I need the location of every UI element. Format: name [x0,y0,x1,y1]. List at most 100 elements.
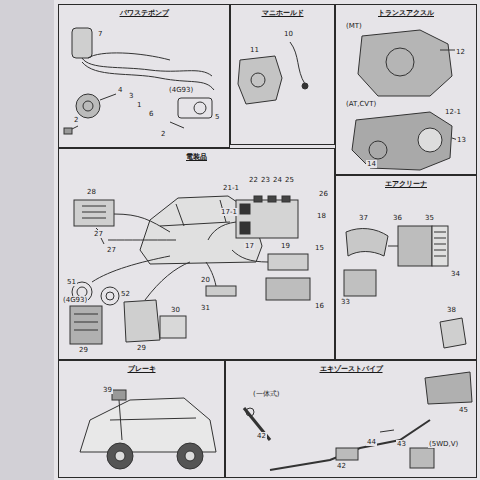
part-drawing [290,42,305,84]
callout-number: 10 [283,30,294,38]
part-drawing [388,246,398,247]
callout-number: 2 [160,130,166,138]
callout-number: 31 [200,304,211,312]
callout-number: 3 [128,92,134,100]
callout-number: 16 [314,302,325,310]
part-drawing [254,196,262,202]
callout-number: 20 [200,276,211,284]
callout-number: 18 [316,212,327,220]
section-panel: パワステポンプ [58,4,230,148]
part-drawing [178,98,212,118]
part-drawing [425,372,472,404]
section-panel: ブレーキ [58,360,225,478]
part-drawing [114,214,170,232]
callout-number: 43 [396,440,407,448]
callout-number: 29 [136,344,147,352]
part-drawing [76,94,100,118]
callout-number: 52 [120,290,131,298]
part-drawing [369,141,387,159]
callout-number: 25 [284,176,295,184]
part-drawing [358,30,452,96]
part-drawing [124,300,160,342]
part-drawing [432,226,448,266]
part-drawing [119,400,122,440]
callout-number: 12 [455,48,466,56]
part-drawing [70,306,102,344]
callout-number: 38 [446,306,457,314]
part-drawing [92,256,170,282]
part-drawing [83,101,93,111]
section-title: ブレーキ [59,364,224,374]
callout-number: 36 [392,214,403,222]
part-drawing [238,56,282,104]
part-drawing [386,48,414,76]
callout-number: 6 [148,110,154,118]
part-drawing [110,418,196,420]
part-drawing [266,278,310,300]
part-drawing [82,58,212,76]
part-drawing [140,196,262,264]
part-drawing [64,28,472,470]
part-drawing [112,390,126,400]
callout-number: 27 [93,230,104,238]
part-drawing [82,206,106,218]
part-drawing [101,287,119,305]
callout-number: 2 [73,116,79,124]
section-panel: マニホールド [230,4,335,145]
callout-number: 5 [214,113,220,121]
section-panel: エアクリーナ [335,175,477,360]
callout-number: 51 [66,278,77,286]
section-title: マニホールド [231,8,334,18]
part-drawing [177,443,203,469]
section-panel: エキゾーストパイプ [225,360,477,478]
callout-number: 37 [358,214,369,222]
part-drawing [185,451,195,461]
part-drawing [282,196,290,202]
callout-number: 21-1 [222,184,240,192]
callout-number: 26 [318,190,329,198]
section-title: トランスアクスル [336,8,476,18]
callout-number: 17 [244,242,255,250]
callout-number: 39 [102,386,113,394]
part-drawing [246,408,254,416]
part-drawing [434,232,446,256]
section-title: パワステポンプ [59,8,229,18]
part-drawing [240,222,250,234]
callout-number: 13 [456,136,467,144]
part-drawing [100,94,116,100]
part-drawing [74,314,98,330]
variant-note: (5WD,V) [428,440,459,448]
part-drawing [64,128,72,134]
callout-number: 22 [248,176,259,184]
part-drawing [270,420,430,470]
variant-note: (一体式) [252,390,280,398]
callout-number: 29 [78,346,89,354]
part-drawing [115,451,125,461]
part-drawing [440,50,455,51]
part-drawing [380,430,394,432]
part-drawing [410,448,434,468]
part-drawing [268,196,276,202]
callout-number: 11 [249,46,260,54]
callout-number: 24 [272,176,283,184]
part-drawing [74,200,114,226]
callout-number: 19 [280,242,291,250]
part-drawing [346,229,388,256]
callout-number: 14 [366,160,377,168]
part-drawing [232,250,268,262]
part-drawing [344,270,376,296]
part-drawing [208,222,236,240]
part-drawing [194,102,206,114]
callout-number: 7 [97,30,103,38]
variant-note: (4G93) [62,296,88,304]
callout-number: 15 [314,244,325,252]
part-drawing [398,226,432,266]
part-drawing [418,128,442,152]
callout-number: 44 [366,438,377,446]
callout-number: 17-1 [220,208,238,216]
part-drawing [145,262,190,300]
part-drawing [206,286,236,296]
part-drawing [440,318,466,348]
